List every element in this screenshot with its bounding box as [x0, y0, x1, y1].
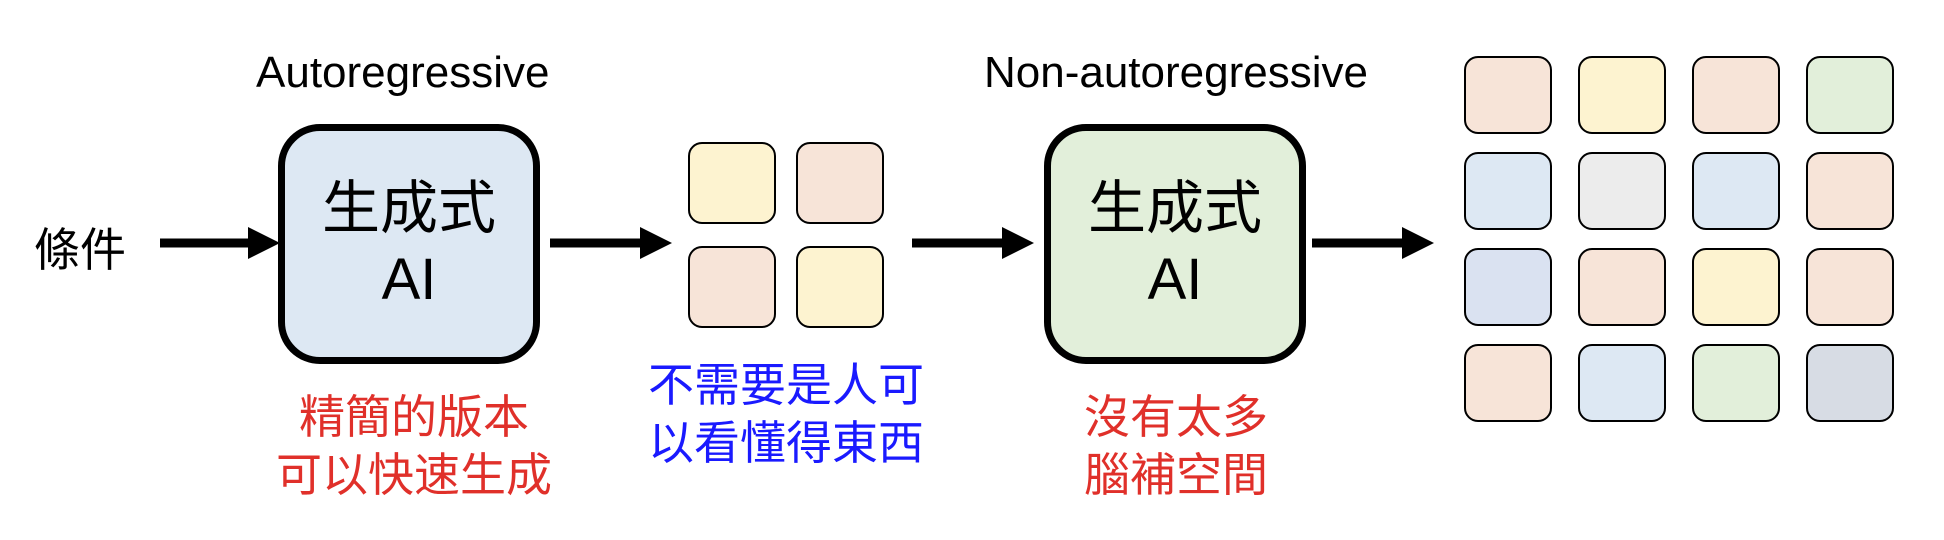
note-line: 沒有太多 — [1084, 390, 1268, 444]
output-token — [1692, 152, 1780, 230]
note-line: 不需要是人可 — [648, 358, 924, 412]
latent-token — [796, 246, 884, 328]
output-token — [1692, 248, 1780, 326]
box-label-line2: AI — [1147, 247, 1203, 312]
output-token — [1464, 56, 1552, 134]
generative-ai-box-non-autoregressive: 生成式 AI — [1044, 124, 1306, 364]
arrow-small-grid-to-box2 — [912, 227, 1034, 259]
output-token — [1578, 152, 1666, 230]
latent-token — [796, 142, 884, 224]
note-little-imagination: 沒有太多 腦補空間 — [1046, 388, 1306, 504]
output-token — [1806, 152, 1894, 230]
non-autoregressive-heading: Non-autoregressive — [984, 48, 1368, 97]
note-line: 以看懂得東西 — [648, 416, 924, 470]
output-token — [1464, 248, 1552, 326]
condition-label: 條件 — [34, 223, 126, 277]
output-token — [1806, 248, 1894, 326]
arrow-condition-to-box1 — [160, 227, 280, 259]
output-token — [1464, 152, 1552, 230]
output-token — [1464, 344, 1552, 422]
note-line: 可以快速生成 — [276, 448, 552, 502]
output-token — [1578, 344, 1666, 422]
latent-token-grid — [688, 142, 888, 328]
output-token — [1578, 56, 1666, 134]
note-line: 腦補空間 — [1084, 448, 1268, 502]
box-label-line2: AI — [381, 247, 437, 312]
box-label-line1: 生成式 — [321, 174, 496, 242]
output-token-grid — [1464, 56, 1904, 424]
latent-token — [688, 246, 776, 328]
output-token — [1806, 344, 1894, 422]
note-line: 精簡的版本 — [299, 390, 529, 444]
output-token — [1578, 248, 1666, 326]
generative-ai-box-autoregressive: 生成式 AI — [278, 124, 540, 364]
output-token — [1806, 56, 1894, 134]
output-token — [1692, 344, 1780, 422]
box-label-line1: 生成式 — [1087, 174, 1262, 242]
latent-token — [688, 142, 776, 224]
autoregressive-heading: Autoregressive — [256, 48, 550, 97]
arrow-box1-to-small-grid — [550, 227, 672, 259]
arrow-box2-to-large-grid — [1312, 227, 1434, 259]
note-compact-version: 精簡的版本 可以快速生成 — [254, 388, 574, 504]
note-not-human-readable: 不需要是人可 以看懂得東西 — [636, 356, 936, 472]
output-token — [1692, 56, 1780, 134]
